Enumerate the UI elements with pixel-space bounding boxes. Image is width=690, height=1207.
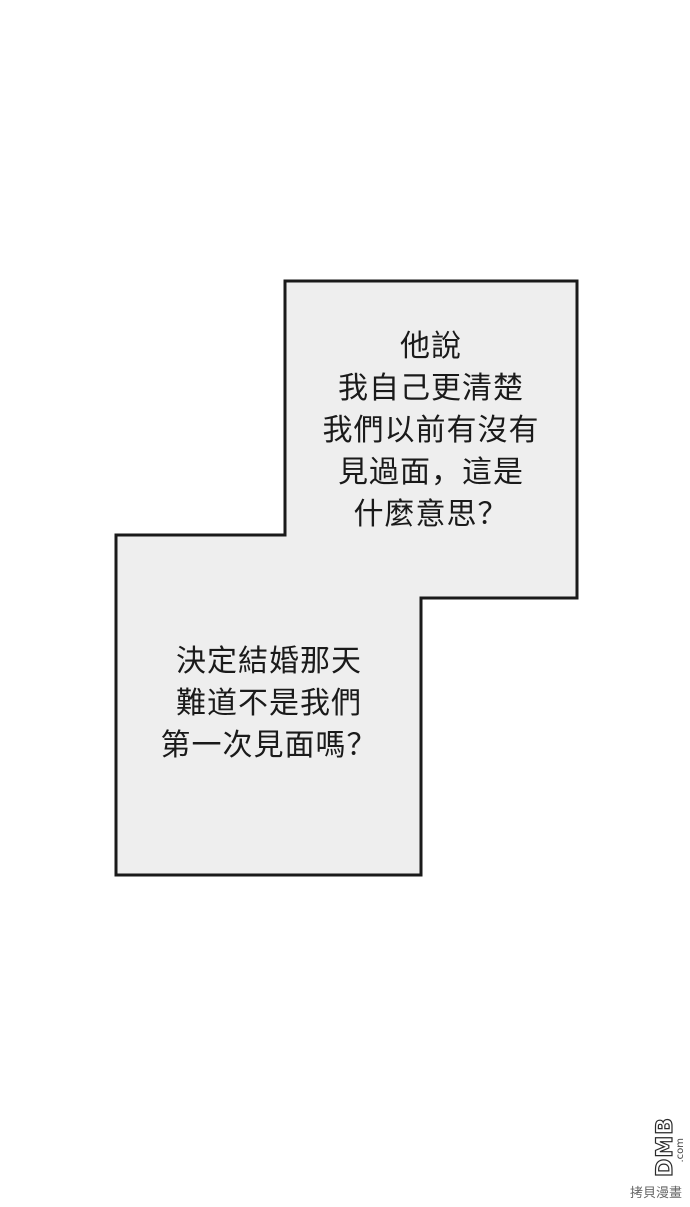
caption-line: 我自己更清楚 [338,371,524,406]
watermark-subtext: 拷貝漫畫 [629,1186,682,1201]
caption-line: 我們以前有沒有 [322,413,540,448]
watermark: DMB .com 拷貝漫畫 [630,1083,686,1203]
caption-line: 什麼意思？ [353,497,509,532]
caption-line: 見過面，這是 [338,455,524,490]
caption-line: 決定結婚那天 [176,644,362,679]
caption-panel-outline [114,279,579,877]
caption-line: 第一次見面嗎？ [160,728,378,763]
caption-line: 難道不是我們 [176,686,362,721]
caption-line: 他說 [400,329,462,364]
caption-text-top: 他說 我自己更清楚 我們以前有沒有 見過面，這是 什麼意思？ [286,326,576,536]
watermark-domain: .com [675,1138,686,1163]
caption-text-bottom: 決定結婚那天 難道不是我們 第一次見面嗎？ [118,641,420,767]
